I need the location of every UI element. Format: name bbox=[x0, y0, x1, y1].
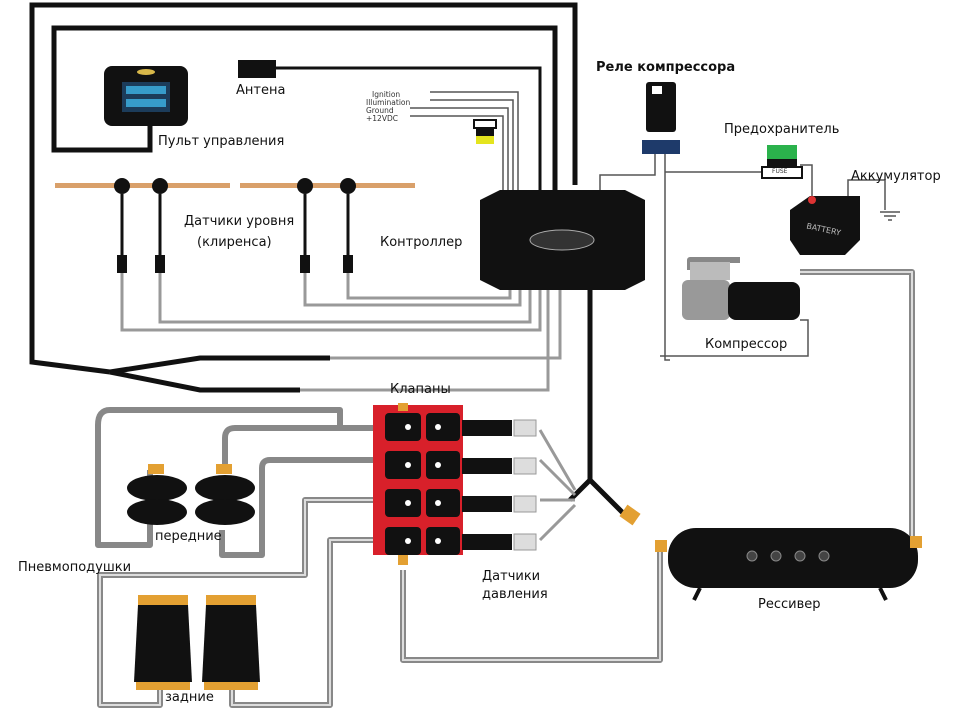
label-battery: Аккумулятор bbox=[851, 169, 941, 184]
fuse-text: FUSE bbox=[772, 168, 788, 175]
wire-label-ground: Ground bbox=[366, 106, 394, 115]
label-antenna: Антена bbox=[236, 83, 286, 98]
wire-label-ignition: Ignition bbox=[372, 90, 401, 99]
antenna bbox=[238, 60, 276, 78]
label-level-sensors-sub: (клиренса) bbox=[197, 235, 272, 250]
label-level-sensors: Датчики уровня bbox=[184, 214, 295, 229]
label-valves: Клапаны bbox=[390, 382, 451, 397]
label-controller: Контроллер bbox=[380, 235, 463, 250]
air-hoses-inner bbox=[99, 271, 913, 706]
label-receiver: Рессивер bbox=[758, 597, 821, 612]
valve-block bbox=[373, 403, 537, 565]
label-remote: Пульт управления bbox=[158, 134, 285, 149]
wire-label-12vdc: +12VDC bbox=[366, 114, 398, 123]
signal-wires bbox=[410, 91, 900, 361]
wire-label-illumination: Illumination bbox=[366, 98, 411, 107]
remote-control bbox=[104, 66, 188, 126]
battery bbox=[790, 196, 860, 255]
label-airbags: Пневмоподушки bbox=[18, 560, 132, 575]
rear-airbags bbox=[134, 595, 260, 690]
label-pressure-sensors: Датчики bbox=[482, 569, 541, 584]
label-compressor: Компрессор bbox=[705, 337, 788, 352]
label-relay: Реле компрессора bbox=[596, 60, 736, 75]
sensor-harness bbox=[120, 270, 577, 542]
label-front: передние bbox=[155, 529, 222, 544]
label-fuse: Предохранитель bbox=[724, 122, 840, 137]
air-receiver bbox=[619, 504, 922, 601]
level-sensors bbox=[55, 178, 415, 273]
control-wires bbox=[29, 2, 632, 522]
label-rear: задние bbox=[165, 690, 214, 705]
main-fuse bbox=[761, 145, 803, 179]
compressor-relay bbox=[642, 82, 680, 154]
compressor bbox=[682, 262, 800, 320]
front-airbags bbox=[127, 464, 255, 525]
label-pressure-sensors-sub: давления bbox=[482, 587, 548, 602]
controller-box bbox=[480, 190, 645, 290]
inline-fuse bbox=[473, 119, 497, 129]
